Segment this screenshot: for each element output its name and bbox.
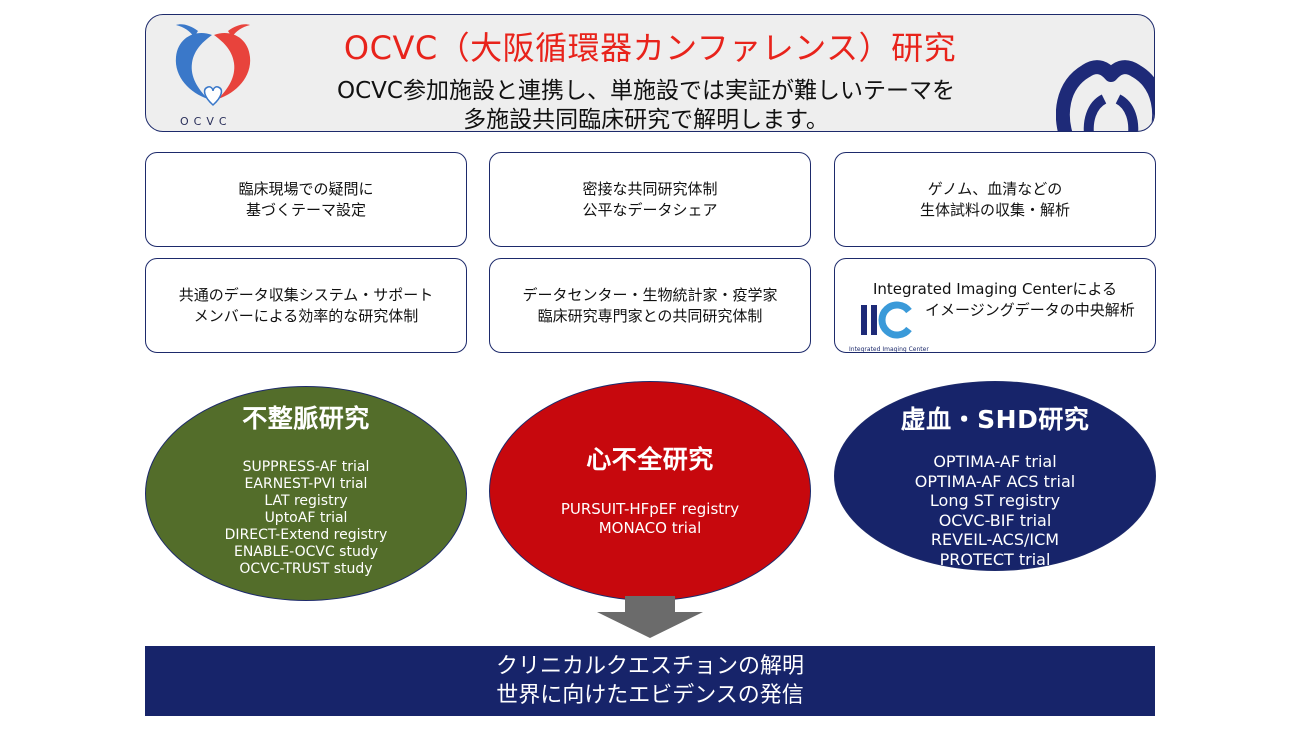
feature-text: 基づくテーマ設定 xyxy=(245,200,366,219)
study-item: DIRECT-Extend registry xyxy=(224,527,388,543)
study-item: EARNEST-PVI trial xyxy=(244,476,368,492)
banner-line2: 世界に向けたエビデンスの発信 xyxy=(496,683,804,708)
research-area-arrhythmia: 不整脈研究 SUPPRESS-AF trial EARNEST-PVI tria… xyxy=(145,386,467,601)
university-logo-icon xyxy=(1056,60,1154,131)
research-area-title: 虚血・SHD研究 xyxy=(900,405,1090,434)
feature-text: 共通のデータ収集システム・サポート xyxy=(178,285,434,304)
study-item: Long ST registry xyxy=(929,491,1061,510)
ocvc-logo-icon xyxy=(175,24,251,107)
feature-text: イメージングデータの中央解析 xyxy=(925,301,1135,319)
iic-logo-caption: Integrated Imaging Center xyxy=(849,346,929,353)
down-arrow-icon xyxy=(597,596,703,638)
feature-text: 臨床研究専門家との共同研究体制 xyxy=(537,306,763,325)
feature-box-data-system: 共通のデータ収集システム・サポート メンバーによる効率的な研究体制 xyxy=(145,258,467,353)
iic-logo-icon xyxy=(861,301,912,339)
conclusion-banner: クリニカルクエスチョンの解明 世界に向けたエビデンスの発信 xyxy=(145,646,1155,716)
header-title: OCVC（大阪循環器カンファレンス）研究 xyxy=(343,29,957,67)
study-item: OCVC-TRUST study xyxy=(239,561,373,577)
study-item: OPTIMA-AF ACS trial xyxy=(914,471,1076,491)
feature-text: データセンター・生物統計家・疫学家 xyxy=(522,285,778,304)
study-item: SUPPRESS-AF trial xyxy=(242,459,370,475)
header-description-line2: 多施設共同臨床研究で解明します。 xyxy=(463,107,829,132)
feature-text: 臨床現場での疑問に xyxy=(238,179,374,198)
study-item: REVEIL-ACS/ICM xyxy=(930,530,1060,549)
feature-text: 生体試料の収集・解析 xyxy=(919,200,1070,219)
research-area-title: 心不全研究 xyxy=(586,445,714,474)
feature-text: Integrated Imaging Centerによる xyxy=(872,280,1118,298)
study-item: LAT registry xyxy=(264,493,348,509)
header-panel: OCVC OCVC（大阪循環器カンファレンス）研究 OCVC参加施設と連携し、単… xyxy=(145,14,1155,132)
feature-box-imaging-center: Integrated Imaging Centerによる イメージングデータの中… xyxy=(834,258,1156,353)
feature-box-biosample: ゲノム、血清などの 生体試料の収集・解析 xyxy=(834,152,1156,247)
feature-text: メンバーによる効率的な研究体制 xyxy=(193,306,419,325)
feature-text: 公平なデータシェア xyxy=(582,200,718,219)
feature-box-collaboration: 密接な共同研究体制 公平なデータシェア xyxy=(489,152,811,247)
research-area-title: 不整脈研究 xyxy=(242,404,370,433)
research-area-heart-failure: 心不全研究 PURSUIT-HFpEF registry MONACO tria… xyxy=(489,381,811,601)
ocvc-logo-text: OCVC xyxy=(180,115,232,128)
header-description-line1: OCVC参加施設と連携し、単施設では実証が難しいテーマを xyxy=(337,78,955,104)
header-description: OCVC参加施設と連携し、単施設では実証が難しいテーマを 多施設共同臨床研究で解… xyxy=(146,77,1146,132)
feature-box-data-center: データセンター・生物統計家・疫学家 臨床研究専門家との共同研究体制 xyxy=(489,258,811,353)
study-item: UptoAF trial xyxy=(264,510,348,526)
study-item: OCVC-BIF trial xyxy=(938,510,1052,530)
study-item: ENABLE-OCVC study xyxy=(233,544,378,560)
study-item: OPTIMA-AF trial xyxy=(933,452,1057,471)
research-area-ischemia-shd: 虚血・SHD研究 OPTIMA-AF trial OPTIMA-AF ACS t… xyxy=(834,381,1156,571)
banner-line1: クリニカルクエスチョンの解明 xyxy=(495,654,804,679)
study-item: PROTECT trial xyxy=(939,549,1051,569)
feature-box-theme-setting: 臨床現場での疑問に 基づくテーマ設定 xyxy=(145,152,467,247)
study-item: MONACO trial xyxy=(598,519,702,537)
study-item: PURSUIT-HFpEF registry xyxy=(560,500,740,518)
feature-text: 密接な共同研究体制 xyxy=(582,179,718,198)
feature-text: ゲノム、血清などの xyxy=(927,179,1063,198)
